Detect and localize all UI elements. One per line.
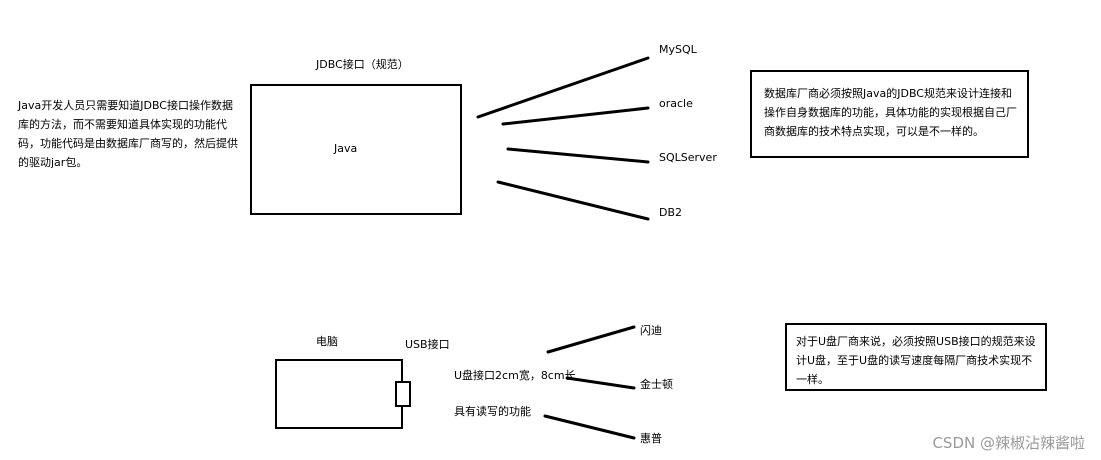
usb-right-note: 对于U盘厂商来说，必须按照USB接口的规范来设计U盘，至于U盘的读写速度每隔厂商… — [796, 335, 1036, 386]
jdbc-left-note: Java开发人员只需要知道JDBC接口操作数据库的方法，而不需要知道具体实现的功… — [18, 99, 238, 169]
line-to-db2 — [496, 180, 650, 221]
vendor-kingston: 金士顿 — [640, 378, 673, 391]
vendor-sqlserver: SQLServer — [659, 151, 717, 164]
vendor-db2: DB2 — [659, 206, 683, 219]
jdbc-right-note-box — [750, 70, 1029, 158]
vendor-oracle: oracle — [659, 97, 693, 110]
line-to-mysql — [476, 56, 650, 119]
usb-port-rect — [395, 381, 411, 407]
usb-right-note-box — [785, 323, 1047, 391]
jdbc-right-note: 数据库厂商必须按照Java的JDBC规范来设计连接和操作自身数据库的功能，具体功… — [764, 87, 1017, 138]
usb-spec-size: U盘接口2cm宽，8cm长 — [454, 369, 576, 382]
line-to-kingston — [565, 376, 636, 390]
usb-port-label: USB接口 — [405, 338, 450, 351]
vendor-sandisk: 闪迪 — [640, 324, 662, 337]
vendor-mysql: MySQL — [659, 43, 697, 56]
java-box-label: Java — [334, 142, 358, 155]
line-to-hp — [543, 414, 636, 440]
line-to-sqlserver — [506, 147, 650, 164]
computer-box — [275, 359, 403, 429]
vendor-hp: 惠普 — [640, 432, 662, 445]
usb-spec-function: 具有读写的功能 — [454, 405, 531, 418]
java-box — [250, 84, 462, 215]
computer-label: 电脑 — [316, 335, 338, 348]
csdn-watermark: CSDN @辣椒沾辣酱啦 — [932, 434, 1085, 452]
jdbc-title: JDBC接口（规范） — [316, 58, 409, 71]
line-to-sandisk — [546, 325, 636, 354]
line-to-oracle — [501, 106, 650, 126]
